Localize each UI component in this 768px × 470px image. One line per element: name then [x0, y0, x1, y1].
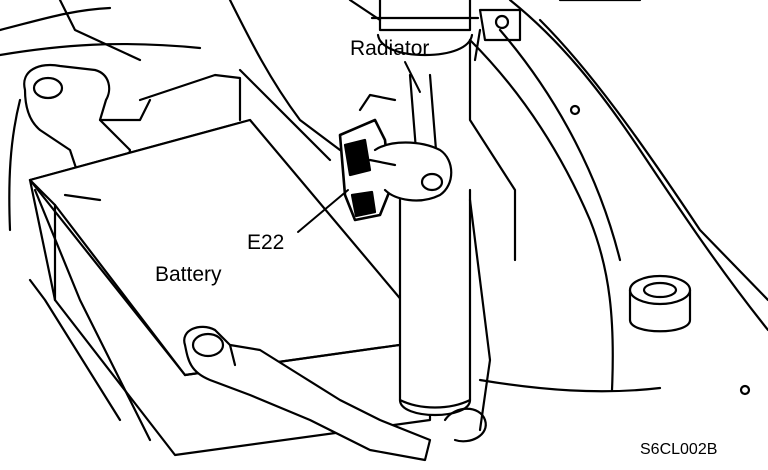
radiator-label: Radiator: [350, 37, 430, 60]
connector-label: E22: [247, 231, 285, 254]
battery-terminal: [183, 325, 432, 462]
body-structure: [0, 0, 768, 396]
sensor-connector: [338, 93, 453, 222]
radiator-assembly: [370, 0, 522, 443]
leader-lines: [297, 61, 421, 233]
battery-label: Battery: [155, 263, 222, 286]
upper-bracket: [23, 63, 242, 182]
grommet: [628, 274, 692, 333]
figure-code: S6CL002B: [640, 441, 718, 458]
